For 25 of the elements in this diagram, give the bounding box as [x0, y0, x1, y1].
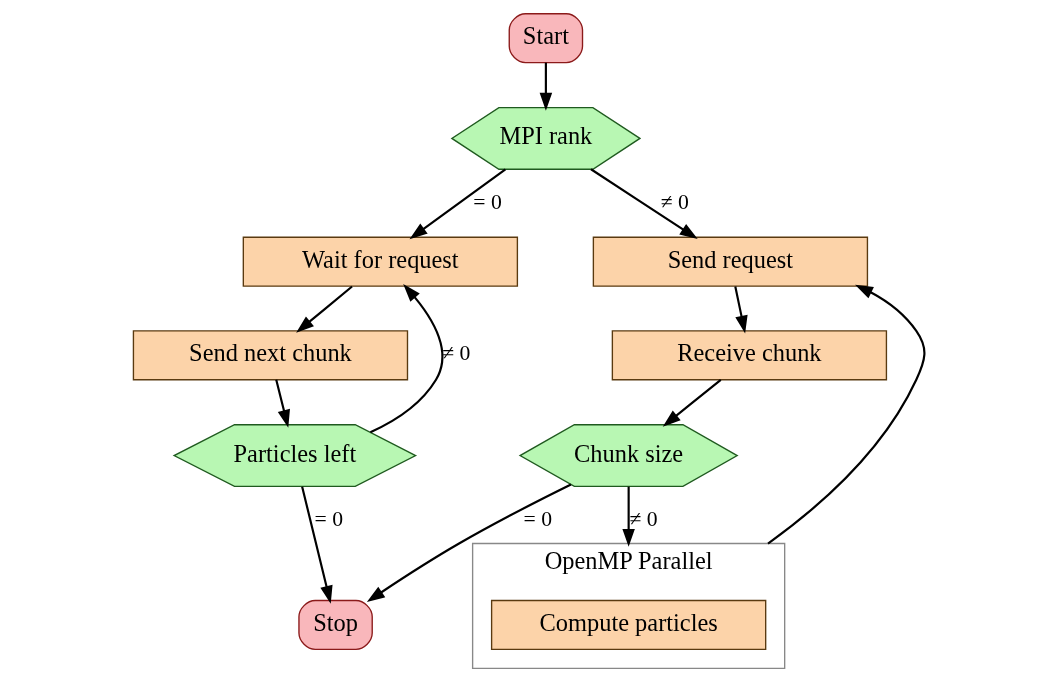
node-box: Start [508, 13, 583, 64]
edge-label: = 0 [314, 506, 343, 531]
arrow [621, 486, 635, 547]
node-box: Compute particles [490, 599, 766, 651]
node-box: Receive chunk [611, 330, 887, 381]
arrow [274, 379, 290, 428]
edge-label: = 0 [522, 506, 552, 531]
edge-label: ≠ 0 [660, 189, 689, 214]
arrow [369, 284, 443, 434]
node-box: Wait for request [242, 236, 518, 287]
node-box: Stop [297, 599, 373, 651]
node-box: Send next chunk [132, 330, 408, 381]
arrow [766, 284, 925, 545]
arrow [300, 486, 333, 604]
node-box: Send request [592, 236, 868, 287]
arrow [589, 168, 698, 239]
edge-label: = 0 [472, 189, 502, 214]
edge-label: ≠ 0 [441, 341, 470, 366]
arrow [295, 285, 353, 333]
arrow [662, 378, 721, 427]
edge-label: ≠ 0 [628, 506, 658, 531]
arrow [409, 168, 506, 240]
arrow [539, 62, 552, 111]
arrow [366, 483, 571, 603]
arrow [733, 286, 748, 334]
